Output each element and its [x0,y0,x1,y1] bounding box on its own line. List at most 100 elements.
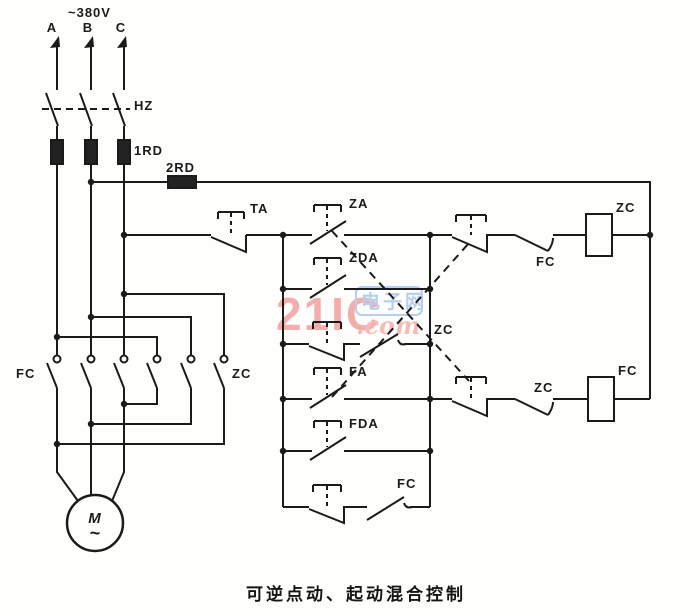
fuse-b [84,139,98,165]
forward-jog-label: ZDA [349,250,379,265]
za-head [313,204,342,212]
ta-blade [210,235,247,254]
fda-blade [309,436,347,461]
phase-c-arrow-icon [117,36,127,48]
control-fuse-label: 2RD [166,160,195,175]
fuse-c [117,139,131,165]
reverse-coil-label: FC [618,363,637,378]
ta-head [217,211,245,219]
row4-nc-blade [451,398,515,418]
watermark-site-name: 电子网 [361,290,427,313]
crossout-inner [123,388,158,405]
phase-b-arrow-icon [84,36,94,48]
fda-head [313,420,342,428]
forward-contacts-label: ZC [232,366,251,381]
forward-start-label: ZA [349,196,368,211]
row3-nc-head [312,321,342,329]
forward-seal-in-label: ZC [434,322,453,337]
crossout-mid [90,388,192,425]
forward-jog-button-zda [309,257,347,299]
power-supply: ~380V A B C [47,5,127,90]
za-blade [309,220,347,245]
reverse-jog-nc-contact [308,484,367,525]
za-interlock-link-dashed [331,230,470,382]
switch-blade-a [45,92,59,127]
junction-dots [53,178,654,455]
forward-coil-zc [585,213,613,257]
fc-nc-hook [547,237,554,252]
phase-c-label: C [116,20,126,35]
main-contacts: FC ZC [16,293,251,445]
motor-wave-symbol: ~ [90,523,101,543]
phase-a-arrow-icon [50,36,60,48]
watermark-cn-box [355,286,423,316]
caption: 可逆点动、起动混合控制 [246,584,466,605]
zda-blade [309,274,347,299]
zc-main-pole-3 [213,354,229,389]
motor: M ~ [56,404,125,553]
reverse-seal-in-label: FC [397,476,416,491]
switch-label: HZ [134,98,153,113]
control-circuit: TA ZA FC ZC ZDA [124,196,650,525]
zda-head [313,257,342,265]
reverse-jog-button-fda [309,420,347,461]
fc-nc-blade [514,234,549,252]
voltage-label: ~380V [68,5,111,20]
fuse-a [50,139,64,165]
main-fuse-label: 1RD [134,143,163,158]
control-fuse [167,175,197,189]
main-fuses: 1RD [50,139,163,165]
reverse-start-button-fa [309,367,347,409]
motor-letter: M [88,510,102,527]
phase-b-label: B [83,20,93,35]
fc-main-pole-2 [80,354,96,389]
stop-button-label: TA [250,201,268,216]
fc-main-pole-1 [46,354,62,389]
forward-interlock-label: ZC [534,380,553,395]
control-top-rail: 2RD [91,160,651,399]
crossfeed-b [91,316,192,355]
zc-nc-blade [514,398,549,416]
forward-seal-in-contact-zc [359,333,430,358]
fc-main-pole-3 [113,354,129,389]
zc-no-blade [359,333,399,358]
motor-lead-3 [111,404,125,502]
crossfeed-a [57,336,158,355]
fa-head [313,367,342,375]
row4-nc-head [455,376,487,384]
fa-blade [309,384,347,409]
knife-switch: HZ [42,92,153,140]
reverse-start-label: FA [349,364,368,379]
phase-feeders [56,164,125,355]
row6-nc-blade [308,506,367,525]
phase-a-label: A [47,20,57,35]
crossout-outer [56,388,225,445]
reverse-interlock-label: FC [536,254,555,269]
reverse-coil-fc [587,376,615,422]
row1-nc-head [455,214,487,222]
watermark-domain-text: .com [356,311,420,340]
forward-jog-nc-contact [308,321,360,362]
motor-lead-1 [56,444,79,502]
motor-circle [65,493,125,553]
fc-no-blade [366,496,405,521]
crossfeed-c [124,293,225,355]
row3-nc-blade [308,343,360,362]
switch-blade-b [79,92,93,127]
reverse-released-nc-button [451,214,515,254]
stop-button-ta [210,211,247,254]
forward-released-nc-button [451,376,515,418]
fa-interlock-link-dashed [331,242,470,398]
forward-coil-label: ZC [616,200,635,215]
zc-main-pole-1 [146,354,162,389]
forward-start-button-za [309,204,347,245]
row1-nc-blade [451,234,515,254]
zc-main-pole-2 [180,354,196,389]
row6-nc-head [312,484,342,492]
watermark: 21IC 电子网 .com [276,286,427,340]
reverse-jog-label: FDA [349,416,379,431]
reverse-interlock-contact-fc [514,234,586,252]
reverse-contacts-label: FC [16,366,35,381]
